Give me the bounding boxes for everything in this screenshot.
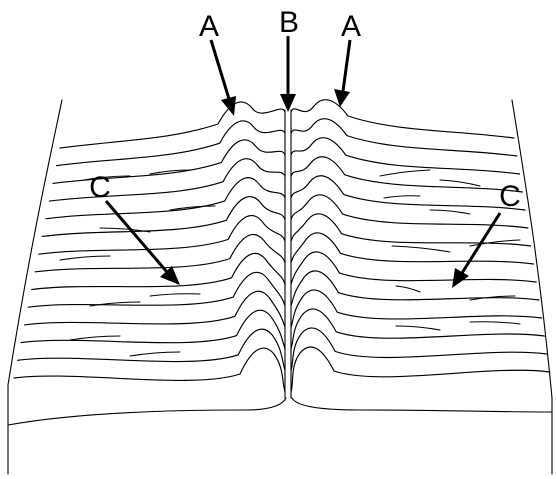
fold-layer-left xyxy=(41,196,286,238)
layer-fragment xyxy=(59,255,111,261)
fold-layer-left xyxy=(16,328,286,372)
layer-fragment xyxy=(469,321,521,325)
label-crest-right: A xyxy=(341,10,361,43)
arrow-right-crest xyxy=(334,39,352,107)
arrow-left-crest xyxy=(209,39,236,116)
fold-layer-right xyxy=(290,270,540,307)
fold-layer-left xyxy=(34,233,286,273)
label-axis-b: B xyxy=(279,6,299,39)
fold-layer-right xyxy=(290,99,515,139)
layer-fragments xyxy=(59,169,521,357)
fold-layer-right xyxy=(290,251,537,285)
fold-layer-left xyxy=(27,271,286,308)
fold-layer-right xyxy=(290,232,534,265)
left-block-edge xyxy=(7,99,63,475)
layer-fragment xyxy=(169,205,216,211)
layer-fragment xyxy=(149,169,191,175)
layer-fragment xyxy=(379,169,431,177)
layer-fragment xyxy=(395,325,441,331)
arrow-center-axis xyxy=(280,36,296,112)
arrow-left-flank xyxy=(104,200,180,285)
layer-fragment xyxy=(439,179,481,187)
layer-fragment xyxy=(149,293,201,297)
block-outline xyxy=(7,99,553,475)
fold-layer-left xyxy=(38,215,286,255)
fold-layer-right xyxy=(290,175,526,211)
arrows xyxy=(104,36,502,288)
fold-layer-right xyxy=(290,308,546,350)
right-block-edge xyxy=(511,99,553,475)
fold-layer-left xyxy=(13,347,286,393)
fold-layer-right xyxy=(290,213,532,247)
fold-layer-left xyxy=(45,177,286,220)
layer-fragment xyxy=(83,175,131,181)
fold-layer-right xyxy=(290,118,518,157)
label-flank-left: C xyxy=(89,171,111,204)
layer-fragment xyxy=(89,301,141,307)
fold-layer-right xyxy=(290,137,521,175)
fold-layer-left xyxy=(59,101,286,149)
fold-layer-left xyxy=(31,252,286,291)
layer-fragment xyxy=(429,209,471,215)
fold-layer-left xyxy=(20,309,286,350)
front-base-right xyxy=(291,397,553,413)
fold-layer-left xyxy=(52,139,286,184)
fold-layer-left xyxy=(48,158,286,202)
label-flank-right: C xyxy=(499,180,521,213)
folded-layers xyxy=(13,99,551,393)
layer-fragment xyxy=(395,285,421,293)
fold-layer-right xyxy=(290,346,551,393)
fold-layer-right xyxy=(290,194,529,229)
layer-fragment xyxy=(129,351,181,357)
arrow-right-flank xyxy=(452,212,502,288)
front-base-left xyxy=(7,397,287,426)
layer-fragment xyxy=(469,295,516,301)
axial-plane xyxy=(284,109,292,399)
layer-fragment xyxy=(391,245,451,253)
layer-fragment xyxy=(469,239,521,247)
fold-layer-right xyxy=(290,327,548,372)
label-crest-left: A xyxy=(199,10,219,43)
fold-layer-right xyxy=(290,289,543,328)
fold-layer-left xyxy=(24,290,286,328)
fold-layer-right xyxy=(290,156,523,193)
layer-fragment xyxy=(69,335,121,341)
layer-fragment xyxy=(383,195,421,199)
layer-fragment xyxy=(99,227,151,233)
fold-layer-left xyxy=(55,120,286,167)
